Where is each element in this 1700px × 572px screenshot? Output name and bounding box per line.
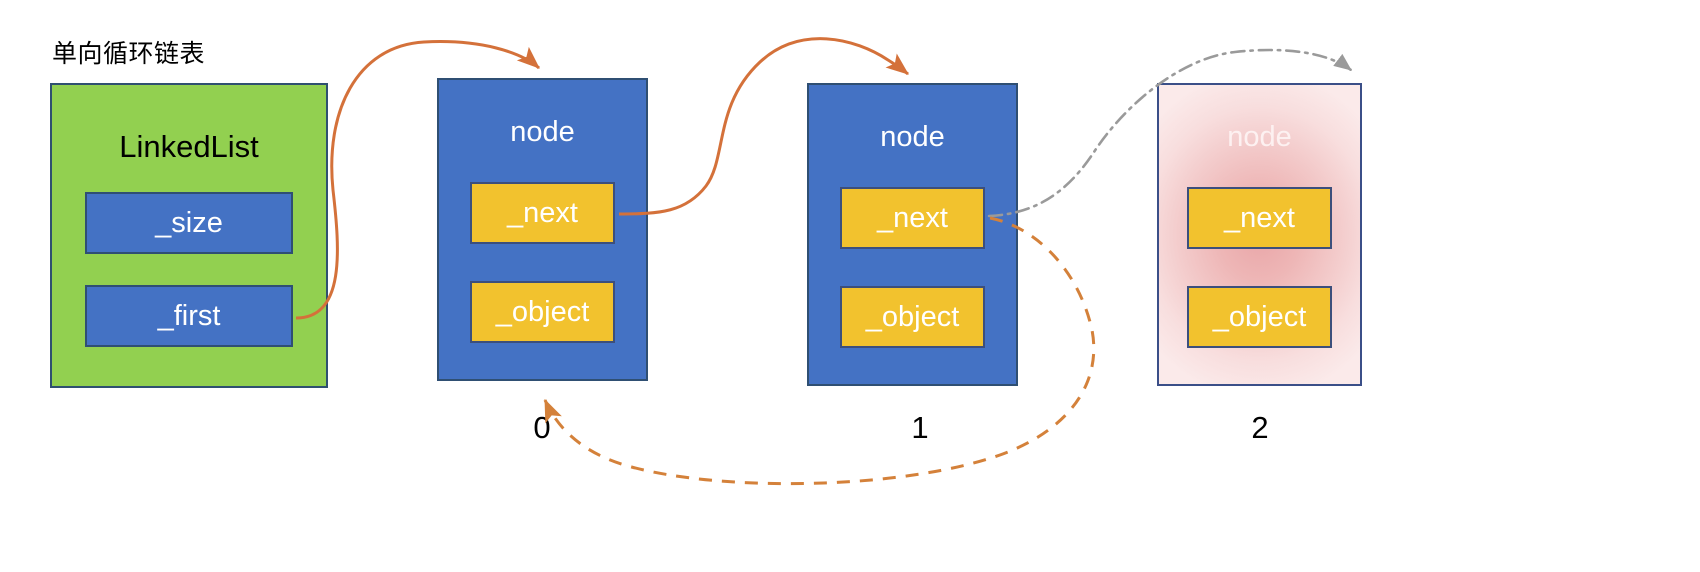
node-label-1: node — [880, 121, 945, 153]
node-label-0: node — [510, 116, 575, 148]
node-index-label-0: 0 — [533, 410, 551, 445]
node-1-field-next: _next — [840, 187, 985, 249]
node-2-field-next: _next — [1187, 187, 1332, 249]
linkedlist-field-size: _size — [85, 192, 293, 254]
linkedlist-label: LinkedList — [119, 129, 259, 164]
diagram-title: 单向循环链表 — [52, 40, 206, 68]
node-0-field-object: _object — [470, 281, 615, 343]
node-0-field-next: _next — [470, 182, 615, 244]
node-2-field-object: _object — [1187, 286, 1332, 348]
node-index-label-2: 2 — [1251, 410, 1269, 445]
node-label-2: node — [1227, 121, 1292, 153]
node-1-field-object: _object — [840, 286, 985, 348]
node-index-label-1: 1 — [911, 410, 929, 445]
linkedlist-field-first: _first — [85, 285, 293, 347]
